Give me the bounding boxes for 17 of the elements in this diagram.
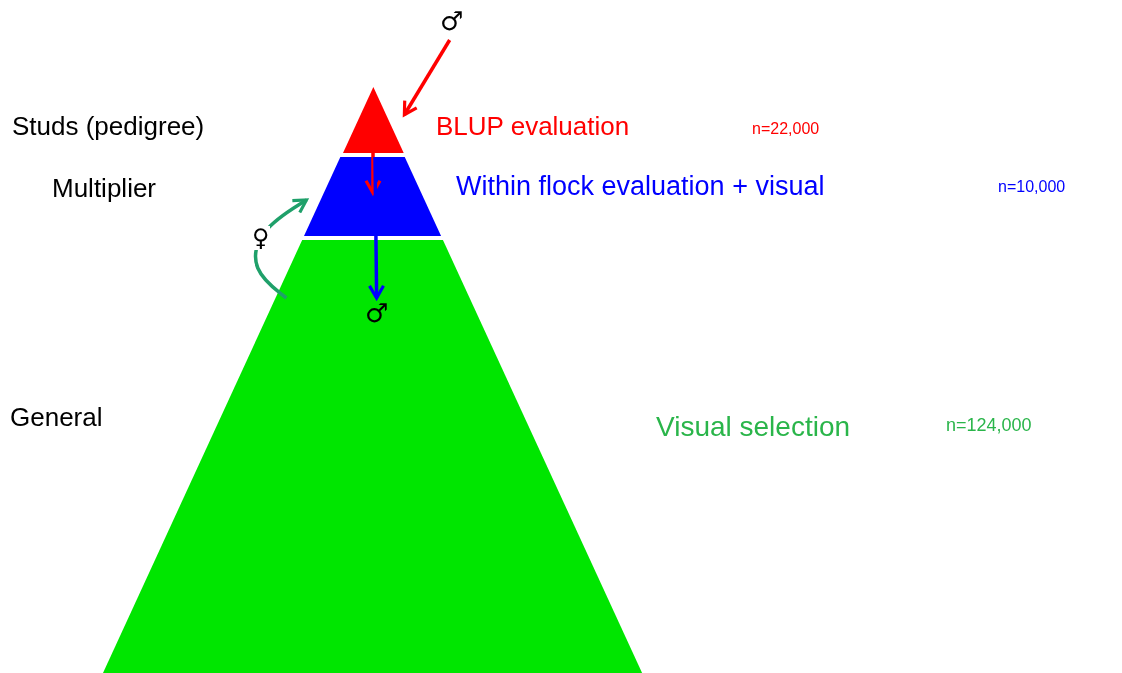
selection-method: Within flock evaluation + visual <box>456 172 825 202</box>
arrow <box>402 39 452 117</box>
male-symbol: ♂ <box>440 8 464 34</box>
tier-name: Multiplier <box>52 174 157 203</box>
arrow <box>367 157 386 300</box>
population-size: n=22,000 <box>752 120 820 138</box>
arrow <box>253 198 309 300</box>
female-symbol: ♀ <box>252 226 270 250</box>
selection-method: BLUP evaluation <box>436 112 630 141</box>
tier-name: Studs (pedigree) <box>12 112 205 141</box>
population-size: n=10,000 <box>998 178 1066 196</box>
male-symbol: ♂ <box>365 300 389 326</box>
pyramid-tier <box>342 87 404 153</box>
population-size: n=124,000 <box>946 416 1032 436</box>
selection-method: Visual selection <box>656 412 851 443</box>
pyramid-tier <box>304 157 442 236</box>
tier-name: General <box>10 403 103 432</box>
